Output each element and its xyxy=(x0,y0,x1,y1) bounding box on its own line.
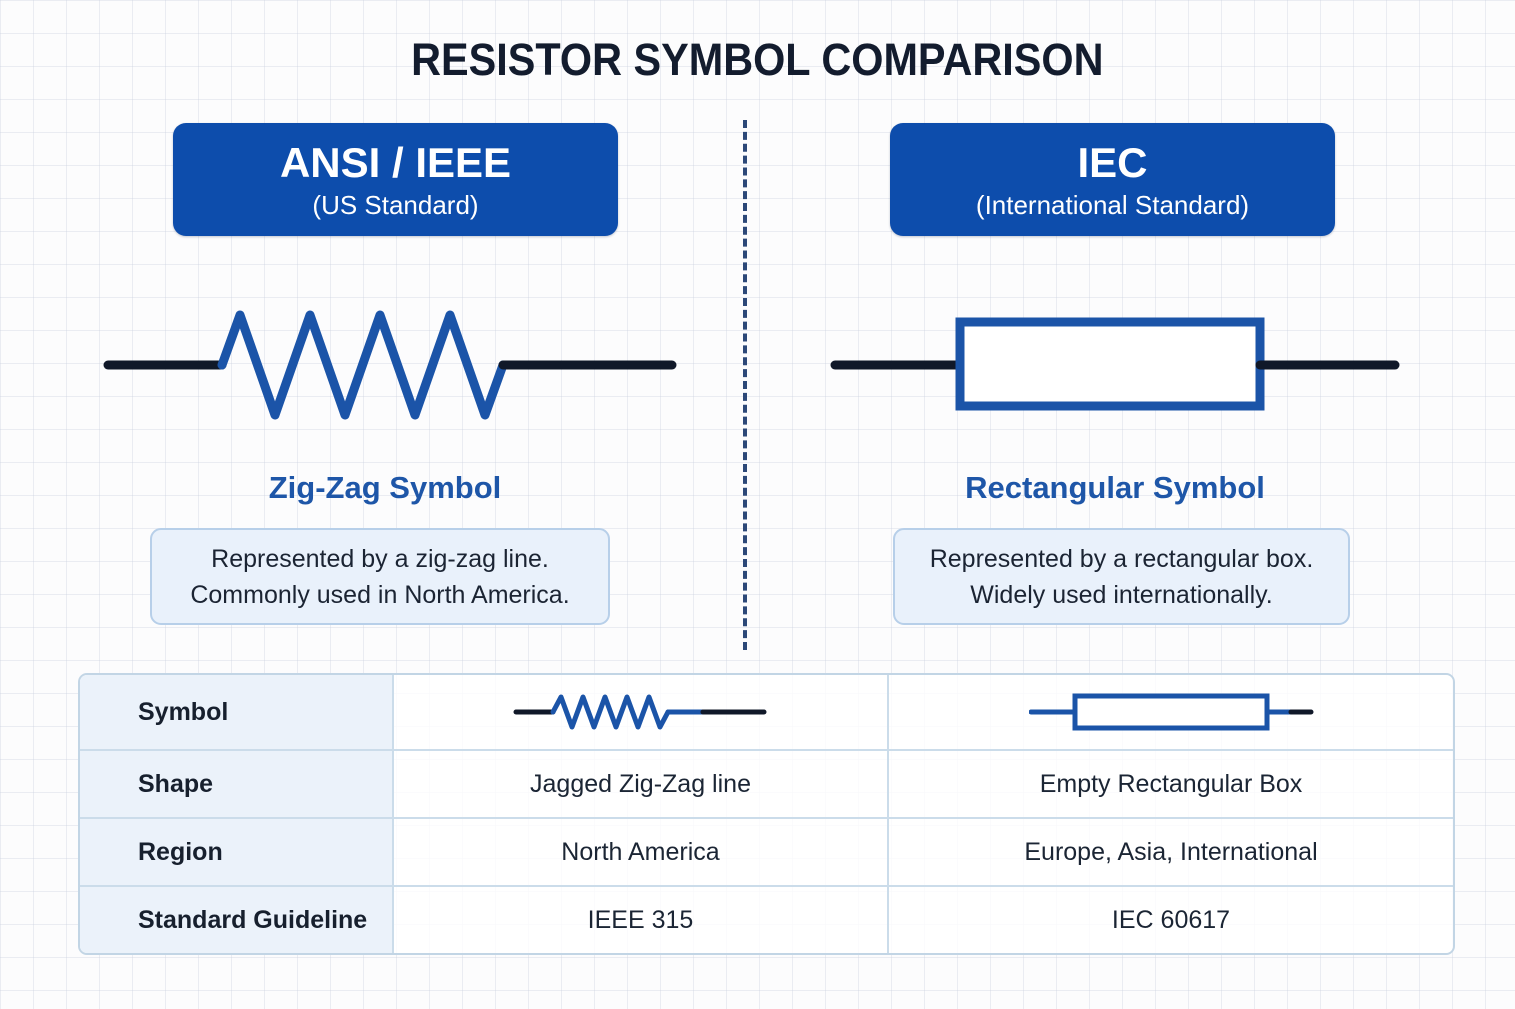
table-row-label-symbol: Symbol xyxy=(80,675,394,751)
table-cell-ansi-region: North America xyxy=(394,819,889,887)
iec-rectangular-symbol xyxy=(830,317,1400,411)
ansi-header-box: ANSI / IEEE (US Standard) xyxy=(173,123,618,236)
comparison-table: Symbol Shape Jagged Zig-Zag line Empty R… xyxy=(78,673,1455,955)
table-cell-iec-shape: Empty Rectangular Box xyxy=(889,751,1453,819)
table-cell-ansi-standard: IEEE 315 xyxy=(394,887,889,953)
table-row-label-region: Region xyxy=(80,819,394,887)
ansi-description-line1: Represented by a zig-zag line. xyxy=(211,544,549,573)
iec-description-line2: Widely used internationally. xyxy=(970,580,1273,609)
ansi-header-title: ANSI / IEEE xyxy=(279,138,512,186)
iec-description-line1: Represented by a rectangular box. xyxy=(929,544,1314,573)
table-row-label-shape: Shape xyxy=(80,751,394,819)
ansi-symbol-name: Zig-Zag Symbol xyxy=(268,470,502,505)
ansi-header-subtitle: (US Standard) xyxy=(312,189,479,220)
page-title-text: RESISTOR SYMBOL COMPARISON xyxy=(411,34,1104,85)
ansi-zigzag-symbol-mini xyxy=(513,694,767,730)
table-cell-iec-symbol xyxy=(889,675,1453,751)
table-cell-ansi-shape: Jagged Zig-Zag line xyxy=(394,751,889,819)
iec-rectangular-symbol-mini xyxy=(1028,693,1313,731)
iec-symbol-name: Rectangular Symbol xyxy=(965,470,1265,505)
table-cell-iec-region: Europe, Asia, International xyxy=(889,819,1453,887)
table-cell-iec-standard: IEC 60617 xyxy=(889,887,1453,953)
ansi-description-box: Represented by a zig-zag line. Commonly … xyxy=(150,528,610,625)
ansi-description-line2: Commonly used in North America. xyxy=(190,580,570,609)
iec-header-box: IEC (International Standard) xyxy=(890,123,1335,236)
table-cell-ansi-symbol xyxy=(394,675,889,751)
dashed-divider xyxy=(743,120,747,650)
iec-description-box: Represented by a rectangular box. Widely… xyxy=(893,528,1350,625)
iec-header-subtitle: (International Standard) xyxy=(975,189,1250,220)
iec-header-title: IEC xyxy=(1077,138,1148,186)
ansi-zigzag-symbol xyxy=(103,310,677,420)
page-title: RESISTOR SYMBOL COMPARISON xyxy=(0,34,1515,86)
table-row-label-standard: Standard Guideline xyxy=(80,887,394,953)
